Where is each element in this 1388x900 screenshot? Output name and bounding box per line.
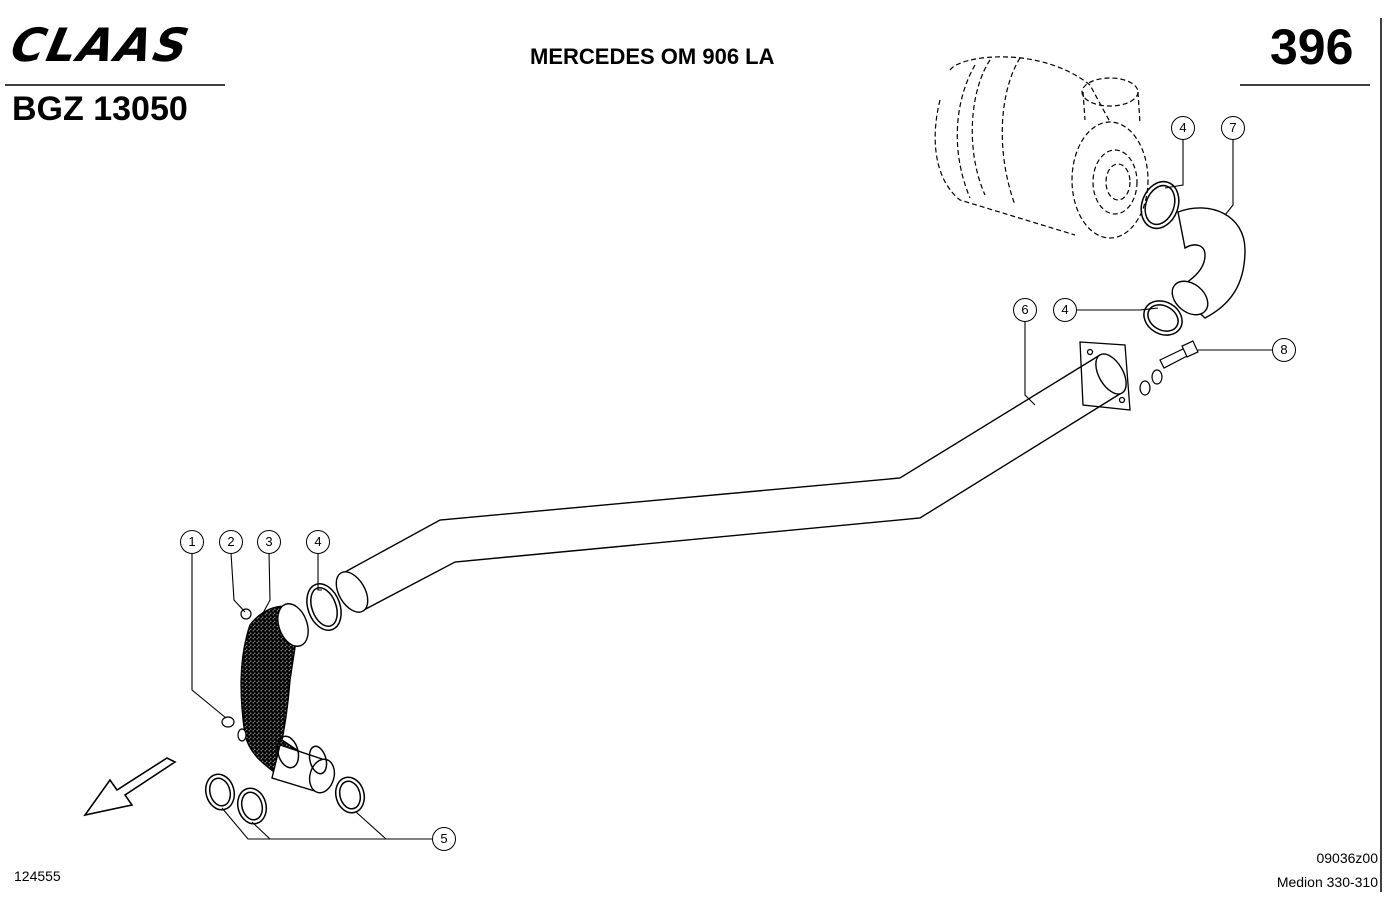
- callout-4-middle[interactable]: 4: [1053, 298, 1077, 322]
- tube-flange: [1079, 341, 1131, 411]
- callout-4-upper[interactable]: 4: [1171, 116, 1195, 140]
- image-number: 124555: [14, 868, 61, 884]
- air-filter-housing: [934, 56, 1149, 239]
- callout-7[interactable]: 7: [1221, 116, 1245, 140]
- callout-8[interactable]: 8: [1272, 338, 1296, 362]
- fitting-small: [221, 608, 252, 742]
- lower-hose: [240, 603, 309, 776]
- callout-4-lower[interactable]: 4: [306, 530, 330, 554]
- callout-1[interactable]: 1: [180, 530, 204, 554]
- outlet-stub: [271, 744, 336, 794]
- brand-logo: CLAAS: [6, 18, 196, 72]
- callout-3[interactable]: 3: [257, 530, 281, 554]
- page-number: 396: [1270, 19, 1354, 75]
- sheet-id: BGZ 13050: [12, 90, 188, 128]
- callout-6[interactable]: 6: [1013, 298, 1037, 322]
- callout-5[interactable]: 5: [432, 827, 456, 851]
- drawing-number: 09036z00: [1316, 850, 1378, 866]
- intake-tube: [335, 353, 1127, 613]
- hose-clamp-lower: [306, 583, 342, 631]
- callout-2[interactable]: 2: [219, 530, 243, 554]
- engine-title: MERCEDES OM 906 LA: [530, 44, 775, 69]
- leader-lines: [191, 139, 1272, 840]
- hose-clamp-set: [204, 735, 366, 825]
- model-name: Medion 330-310: [1276, 874, 1378, 890]
- hose-clamp-upper: [1140, 180, 1180, 230]
- direction-arrow-icon: [83, 757, 177, 817]
- elbow-hose: [1171, 207, 1246, 319]
- hose-clamp-middle: [1143, 300, 1183, 336]
- bolt: [1139, 340, 1199, 396]
